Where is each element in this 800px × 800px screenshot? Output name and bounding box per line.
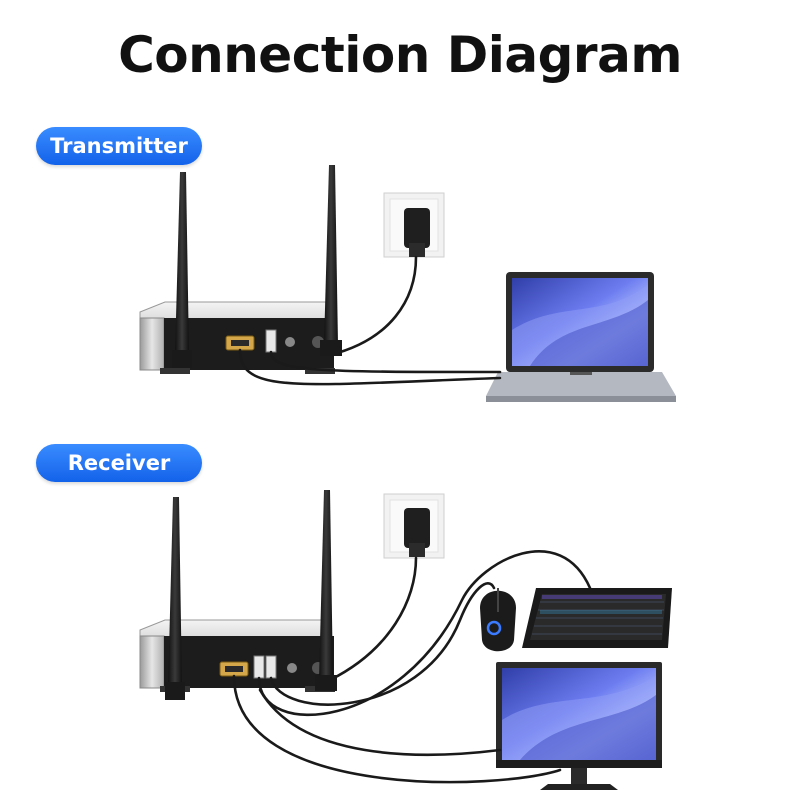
keyboard: [522, 588, 672, 648]
transmitter-cables: [238, 255, 502, 386]
audio-port: [285, 337, 295, 347]
rx-keyboard-cable: [257, 550, 592, 717]
monitor: [496, 662, 662, 790]
rx-hdmi-cable: [232, 674, 562, 784]
transmitter-unit: [139, 301, 335, 374]
usb-port-2: [265, 655, 277, 679]
tx-power-cable: [328, 255, 418, 357]
laptop: [486, 272, 676, 402]
usb-port: [265, 329, 277, 353]
rx-power-cable: [328, 556, 418, 682]
diagram-title: Connection Diagram: [118, 26, 682, 84]
transmitter-label: Transmitter: [36, 127, 202, 165]
mouse: [480, 588, 516, 652]
rx-mouse-cable: [269, 582, 496, 706]
tx-usb-cable: [269, 350, 502, 374]
rx-extra-cable: [258, 688, 502, 757]
receiver-antenna-left: [165, 497, 185, 700]
usb-port-1: [253, 655, 265, 679]
transmitter-antenna-left: [172, 172, 192, 368]
receiver-label: Receiver: [36, 444, 202, 482]
transmitter-power-adapter: [383, 192, 445, 258]
receiver-cables: [232, 550, 592, 784]
receiver-power-adapter: [383, 493, 445, 559]
tx-hdmi-cable: [238, 348, 502, 386]
